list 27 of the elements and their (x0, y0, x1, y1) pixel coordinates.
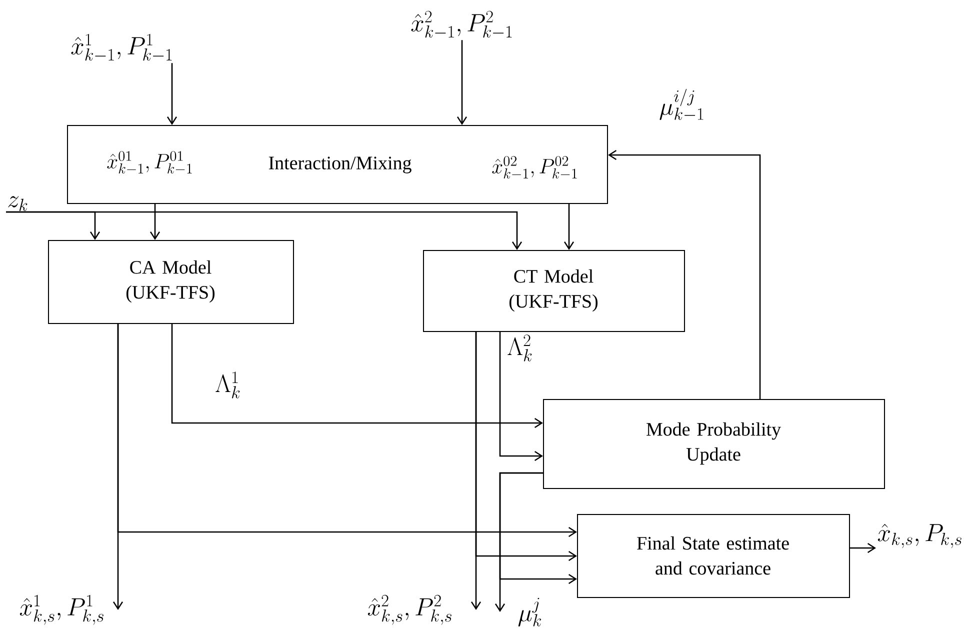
edge-label: $\mu^{i/j}_{k-1}$ (658, 88, 706, 122)
arrow (850, 542, 876, 554)
mixing-box: $\hat{x}^{01}_{k-1},P^{01}_{k-1}$ Interaction/Mixing $\hat{x}^{02}_{k-1},P^{02}_{k-1}$ (67, 125, 608, 204)
arrow (166, 63, 178, 125)
arrow (117, 324, 577, 538)
input-label: $z_{k}$ (8, 196, 28, 211)
arrow (150, 204, 160, 240)
arrow (171, 324, 543, 428)
arrow (499, 332, 543, 462)
arrow (6, 211, 522, 250)
arrow (564, 204, 574, 250)
process-box: CA Model (UKF-TFS) (48, 240, 294, 324)
output-label: $\mu^{j}_{k}$ (518, 598, 542, 626)
edge-label: $\Lambda^{2}_{k}$ (506, 334, 534, 362)
process-box: CT Model (UKF-TFS) (423, 250, 685, 332)
output-label: $\hat{x}^{2}_{k,s},P^{2}_{k,s}$ (368, 594, 452, 625)
output-label: $\hat{x}^{1}_{k,s},P^{1}_{k,s}$ (20, 594, 104, 625)
arrow (499, 472, 577, 584)
input-label: $\hat{x}^{1}_{k-1},P^{1}_{k-1}$ (71, 34, 172, 61)
arrow (608, 150, 761, 399)
arrow (456, 40, 468, 125)
edge-label: $\Lambda^{1}_{k}$ (214, 370, 242, 400)
output-label: $\hat{x}_{k,s},P_{k,s}$ (878, 524, 962, 548)
process-box: Final State estimate and covariance (577, 514, 850, 598)
input-label: $\hat{x}^{2}_{k-1},P^{2}_{k-1}$ (411, 10, 512, 38)
arrow (475, 332, 577, 562)
process-box: Mode Probability Update (543, 399, 885, 489)
